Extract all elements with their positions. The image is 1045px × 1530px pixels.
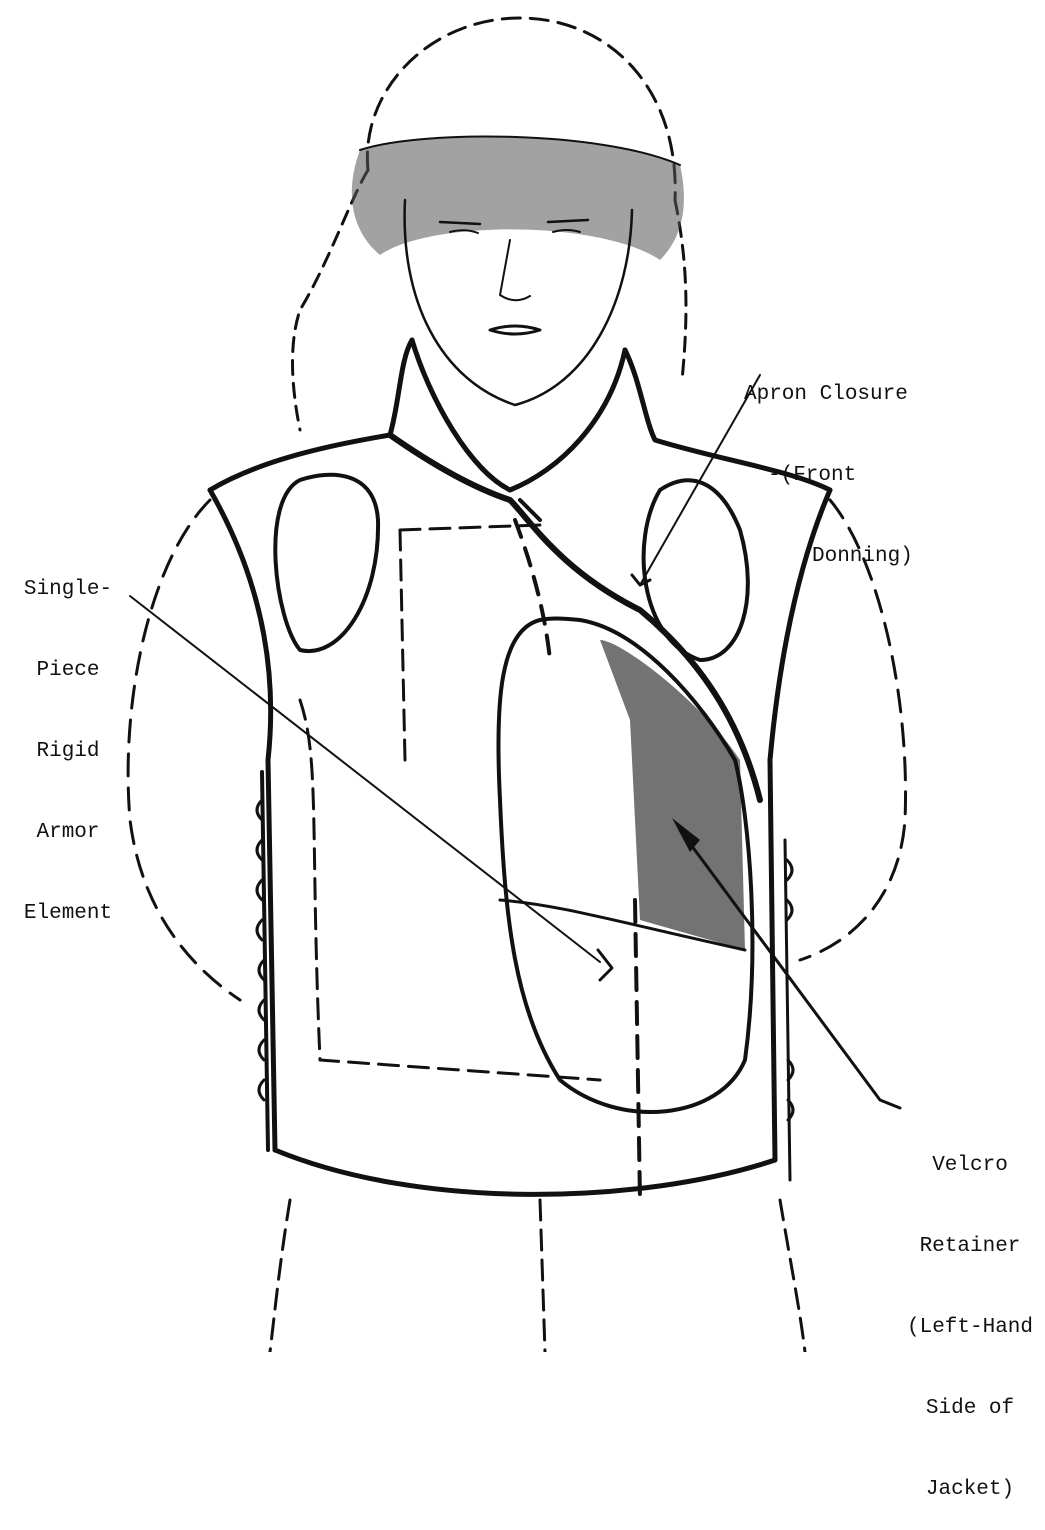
label-velcro-retainer: Velcro Retainer (Left-Hand Side of Jacke… — [900, 1098, 1040, 1530]
leader-armor — [130, 596, 612, 980]
side-lacing-left — [785, 840, 793, 1180]
label-single-piece-rigid-armor-element: Single- Piece Rigid Armor Element — [8, 522, 128, 954]
trousers — [270, 1200, 805, 1352]
label-apron-closure: Apron Closure -(Front Donning) — [744, 327, 913, 597]
vest-illustration — [0, 0, 1045, 1352]
helmet — [293, 18, 686, 430]
left-shoulder-pad — [644, 480, 748, 660]
right-shoulder-pad — [275, 475, 378, 651]
side-lacing-right — [257, 772, 268, 1150]
